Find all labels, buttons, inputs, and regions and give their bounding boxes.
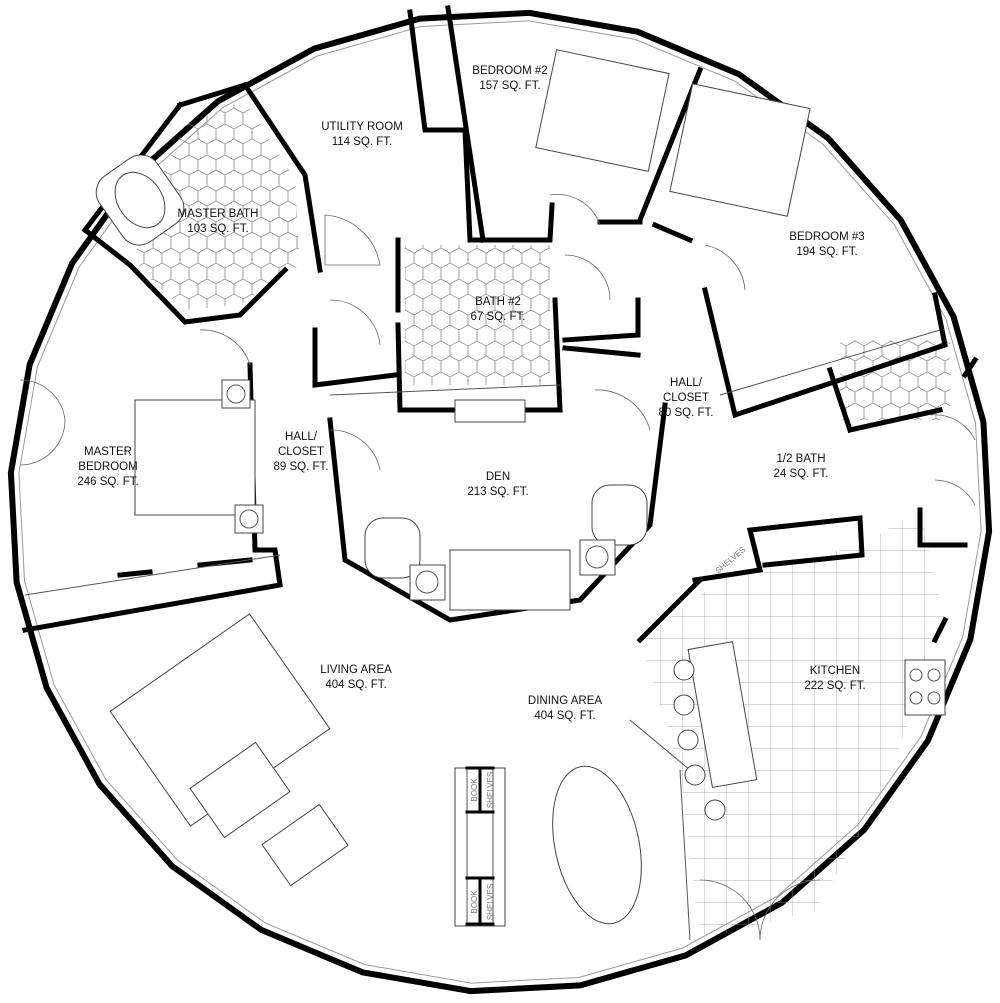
svg-text:HALL/: HALL/	[670, 377, 703, 389]
svg-text:404 SQ. FT.: 404 SQ. FT.	[325, 679, 386, 691]
furniture	[95, 49, 946, 927]
half-bath-floor	[840, 340, 950, 420]
exterior-wall	[7, 9, 993, 995]
room-utility: UTILITY ROOM 114 SQ. FT.	[321, 121, 403, 148]
room-hall-closet-west: HALL/ CLOSET 89 SQ. FT.	[274, 431, 329, 473]
svg-text:89 SQ. FT.: 89 SQ. FT.	[274, 461, 329, 473]
svg-text:CLOSET: CLOSET	[663, 392, 709, 404]
room-bedroom-3: BEDROOM #3 194 SQ. FT.	[789, 231, 864, 258]
svg-text:CLOSET: CLOSET	[278, 446, 324, 458]
svg-text:1/2 BATH: 1/2 BATH	[777, 453, 826, 465]
svg-text:114 SQ. FT.: 114 SQ. FT.	[332, 136, 393, 148]
svg-text:LIVING AREA: LIVING AREA	[320, 664, 392, 676]
coffee-table	[189, 741, 291, 839]
kitchen-floor	[640, 510, 945, 940]
room-hall-closet-east: HALL/ CLOSET 80 SQ. FT.	[659, 377, 714, 419]
svg-text:194 SQ. FT.: 194 SQ. FT.	[796, 246, 857, 258]
svg-text:MASTER: MASTER	[84, 446, 132, 458]
room-master-bedroom: MASTER BEDROOM 246 SQ. FT.	[77, 446, 138, 488]
svg-text:67 SQ. FT.: 67 SQ. FT.	[471, 311, 526, 323]
svg-text:404 SQ. FT.: 404 SQ. FT.	[534, 710, 595, 722]
bed-bedroom3	[669, 83, 811, 217]
den-sofa	[449, 549, 571, 611]
svg-text:80 SQ. FT.: 80 SQ. FT.	[659, 407, 714, 419]
svg-text:222 SQ. FT.: 222 SQ. FT.	[804, 680, 865, 692]
bed-bedroom2	[535, 49, 670, 172]
shelf-label: SHELVES	[486, 772, 495, 808]
svg-text:MASTER BATH: MASTER BATH	[178, 208, 259, 220]
svg-text:BEDROOM: BEDROOM	[78, 461, 137, 473]
svg-text:103 SQ. FT.: 103 SQ. FT.	[187, 223, 248, 235]
room-bedroom-2: BEDROOM #2 157 SQ. FT.	[472, 65, 547, 92]
stove	[904, 659, 946, 716]
svg-text:BEDROOM #2: BEDROOM #2	[472, 65, 547, 77]
shelf-label: BOOK	[470, 890, 479, 914]
master-bath-floor	[135, 100, 300, 310]
svg-text:DINING AREA: DINING AREA	[528, 695, 602, 707]
svg-text:KITCHEN: KITCHEN	[810, 665, 860, 677]
room-dining-area: DINING AREA 404 SQ. FT.	[528, 695, 602, 722]
svg-text:BATH #2: BATH #2	[475, 296, 521, 308]
tv-stand	[454, 399, 526, 423]
shelf-label: BOOK	[470, 778, 479, 802]
bath2-floor	[405, 245, 550, 385]
room-living-area: LIVING AREA 404 SQ. FT.	[320, 664, 392, 691]
bed-master	[134, 399, 256, 516]
svg-text:DEN: DEN	[486, 471, 510, 483]
shelf-label: SHELVES	[486, 884, 495, 920]
svg-text:157 SQ. FT.: 157 SQ. FT.	[479, 80, 540, 92]
room-master-bath: MASTER BATH 103 SQ. FT.	[178, 208, 259, 235]
room-kitchen: KITCHEN 222 SQ. FT.	[804, 665, 865, 692]
svg-text:246 SQ. FT.: 246 SQ. FT.	[77, 476, 138, 488]
svg-text:24 SQ. FT.: 24 SQ. FT.	[774, 468, 829, 480]
svg-text:BEDROOM #3: BEDROOM #3	[789, 231, 864, 243]
kitchen-island	[687, 641, 758, 788]
svg-text:UTILITY ROOM: UTILITY ROOM	[321, 121, 403, 133]
room-half-bath: 1/2 BATH 24 SQ. FT.	[774, 453, 829, 480]
room-bath-2: BATH #2 67 SQ. FT.	[471, 296, 526, 323]
room-den: DEN 213 SQ. FT.	[467, 471, 528, 498]
svg-text:HALL/: HALL/	[285, 431, 318, 443]
dining-table	[552, 765, 642, 925]
doors[interactable]	[19, 194, 976, 941]
armchair	[261, 803, 349, 887]
interior-walls	[22, 5, 979, 941]
svg-text:213 SQ. FT.: 213 SQ. FT.	[467, 486, 528, 498]
